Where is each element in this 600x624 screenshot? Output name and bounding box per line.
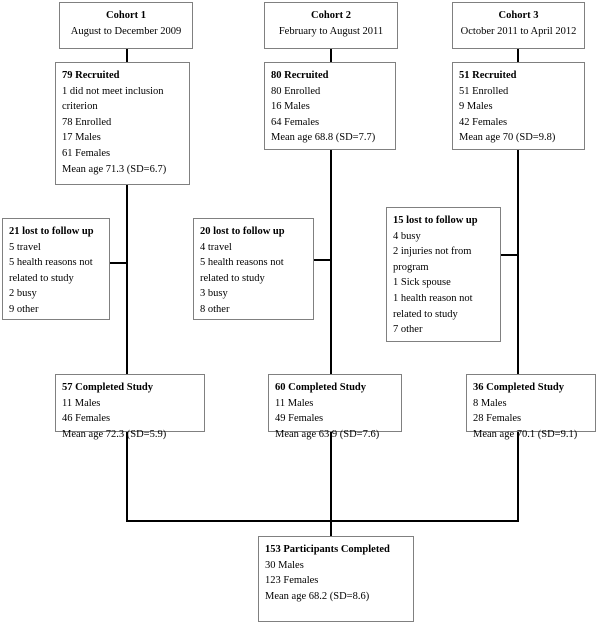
lost-line: 3 busy [200, 288, 228, 300]
connector-c1-bottom [126, 431, 128, 521]
completed-line: 49 Females [275, 413, 324, 425]
lost-line: 5 health reasons not [200, 257, 284, 269]
completed-line: 46 Females [62, 413, 111, 425]
connector-merge [126, 520, 519, 522]
lost-heading: 15 lost to follow up [393, 215, 478, 226]
recruited-line: 78 Enrolled [62, 116, 112, 128]
lost-line: 2 injuries not from [393, 246, 472, 258]
connector-c2-bottom [330, 431, 332, 536]
completed-heading: 36 Completed Study [473, 382, 565, 393]
lost-line: 7 other [393, 324, 423, 336]
recruited-line: 17 Males [62, 132, 101, 144]
completed-line: 28 Females [473, 413, 522, 425]
total-line: Mean age 68.2 (SD=8.6) [265, 590, 370, 602]
completed-line: 11 Males [62, 397, 101, 409]
recruited-heading: 79 Recruited [62, 70, 120, 81]
cohort-1-recruited-box: 79 Recruited 1 did not meet inclusion cr… [55, 62, 190, 185]
connector-c2-main [330, 150, 332, 374]
connector-c1-lost [109, 262, 127, 264]
cohort-3-lost-box: 15 lost to follow up 4 busy 2 injuries n… [386, 207, 501, 342]
total-heading: 153 Participants Completed [265, 544, 390, 555]
cohort-dates: October 2011 to April 2012 [460, 25, 577, 37]
recruited-line: criterion [62, 101, 98, 113]
lost-line: 5 health reasons not [9, 257, 93, 269]
recruited-line: 64 Females [271, 116, 320, 128]
lost-line: 1 Sick spouse [393, 277, 451, 289]
lost-line: 5 travel [9, 241, 41, 253]
recruited-line: 42 Females [459, 116, 508, 128]
total-line: 123 Females [265, 575, 319, 587]
recruited-line: 80 Enrolled [271, 85, 321, 97]
cohort-3-completed-box: 36 Completed Study 8 Males 28 Females Me… [466, 374, 596, 440]
completed-heading: 57 Completed Study [62, 382, 154, 393]
cohort-2-completed-box: 60 Completed Study 11 Males 49 Females M… [268, 374, 402, 440]
cohort-dates: February to August 2011 [278, 25, 384, 37]
recruited-heading: 80 Recruited [271, 70, 329, 81]
completed-line: Mean age 70.1 (SD=9.1) [473, 428, 578, 440]
cohort-2-header: Cohort 2 February to August 2011 [264, 2, 398, 49]
recruited-line: 16 Males [271, 101, 310, 113]
recruited-line: Mean age 68.8 (SD=7.7) [271, 132, 376, 144]
cohort-3-header: Cohort 3 October 2011 to April 2012 [452, 2, 585, 49]
recruited-line: 9 Males [459, 101, 493, 113]
lost-heading: 20 lost to follow up [200, 226, 285, 237]
lost-line: 2 busy [9, 288, 37, 300]
completed-line: 11 Males [275, 397, 314, 409]
cohort-title: Cohort 2 [311, 10, 351, 21]
lost-line: related to study [9, 272, 74, 284]
lost-line: 9 other [9, 303, 39, 315]
lost-line: 8 other [200, 303, 230, 315]
total-completed-box: 153 Participants Completed 30 Males 123 … [258, 536, 414, 622]
completed-heading: 60 Completed Study [275, 382, 367, 393]
cohort-3-recruited-box: 51 Recruited 51 Enrolled 9 Males 42 Fema… [452, 62, 585, 150]
lost-line: 4 busy [393, 230, 421, 242]
total-line: 30 Males [265, 559, 304, 571]
lost-line: 1 health reason not [393, 292, 473, 304]
connector-c1-top [126, 48, 128, 62]
lost-heading: 21 lost to follow up [9, 226, 94, 237]
recruited-line: 51 Enrolled [459, 85, 509, 97]
recruited-line: Mean age 71.3 (SD=6.7) [62, 163, 167, 175]
lost-line: program [393, 261, 429, 273]
completed-line: Mean age 63.9 (SD=7.6) [275, 428, 380, 440]
recruited-line: 61 Females [62, 147, 111, 159]
completed-line: 8 Males [473, 397, 507, 409]
cohort-1-completed-box: 57 Completed Study 11 Males 46 Females M… [55, 374, 205, 440]
lost-line: related to study [200, 272, 265, 284]
lost-line: 4 travel [200, 241, 232, 253]
cohort-2-lost-box: 20 lost to follow up 4 travel 5 health r… [193, 218, 314, 320]
cohort-dates: August to December 2009 [70, 25, 182, 37]
lost-line: related to study [393, 308, 458, 320]
connector-c1-main [126, 184, 128, 374]
connector-c3-lost [500, 254, 518, 256]
connector-c3-bottom [517, 431, 519, 521]
recruited-line: 1 did not meet inclusion [62, 85, 164, 97]
connector-c2-top [330, 48, 332, 62]
recruited-line: Mean age 70 (SD=9.8) [459, 132, 556, 144]
cohort-1-lost-box: 21 lost to follow up 5 travel 5 health r… [2, 218, 110, 320]
connector-c2-lost [313, 259, 331, 261]
cohort-title: Cohort 1 [106, 10, 146, 21]
connector-c3-top [517, 48, 519, 62]
recruited-heading: 51 Recruited [459, 70, 517, 81]
cohort-title: Cohort 3 [498, 10, 539, 21]
cohort-1-header: Cohort 1 August to December 2009 [59, 2, 193, 49]
completed-line: Mean age 72.3 (SD=5.9) [62, 428, 167, 440]
cohort-2-recruited-box: 80 Recruited 80 Enrolled 16 Males 64 Fem… [264, 62, 396, 150]
connector-c3-main [517, 150, 519, 374]
